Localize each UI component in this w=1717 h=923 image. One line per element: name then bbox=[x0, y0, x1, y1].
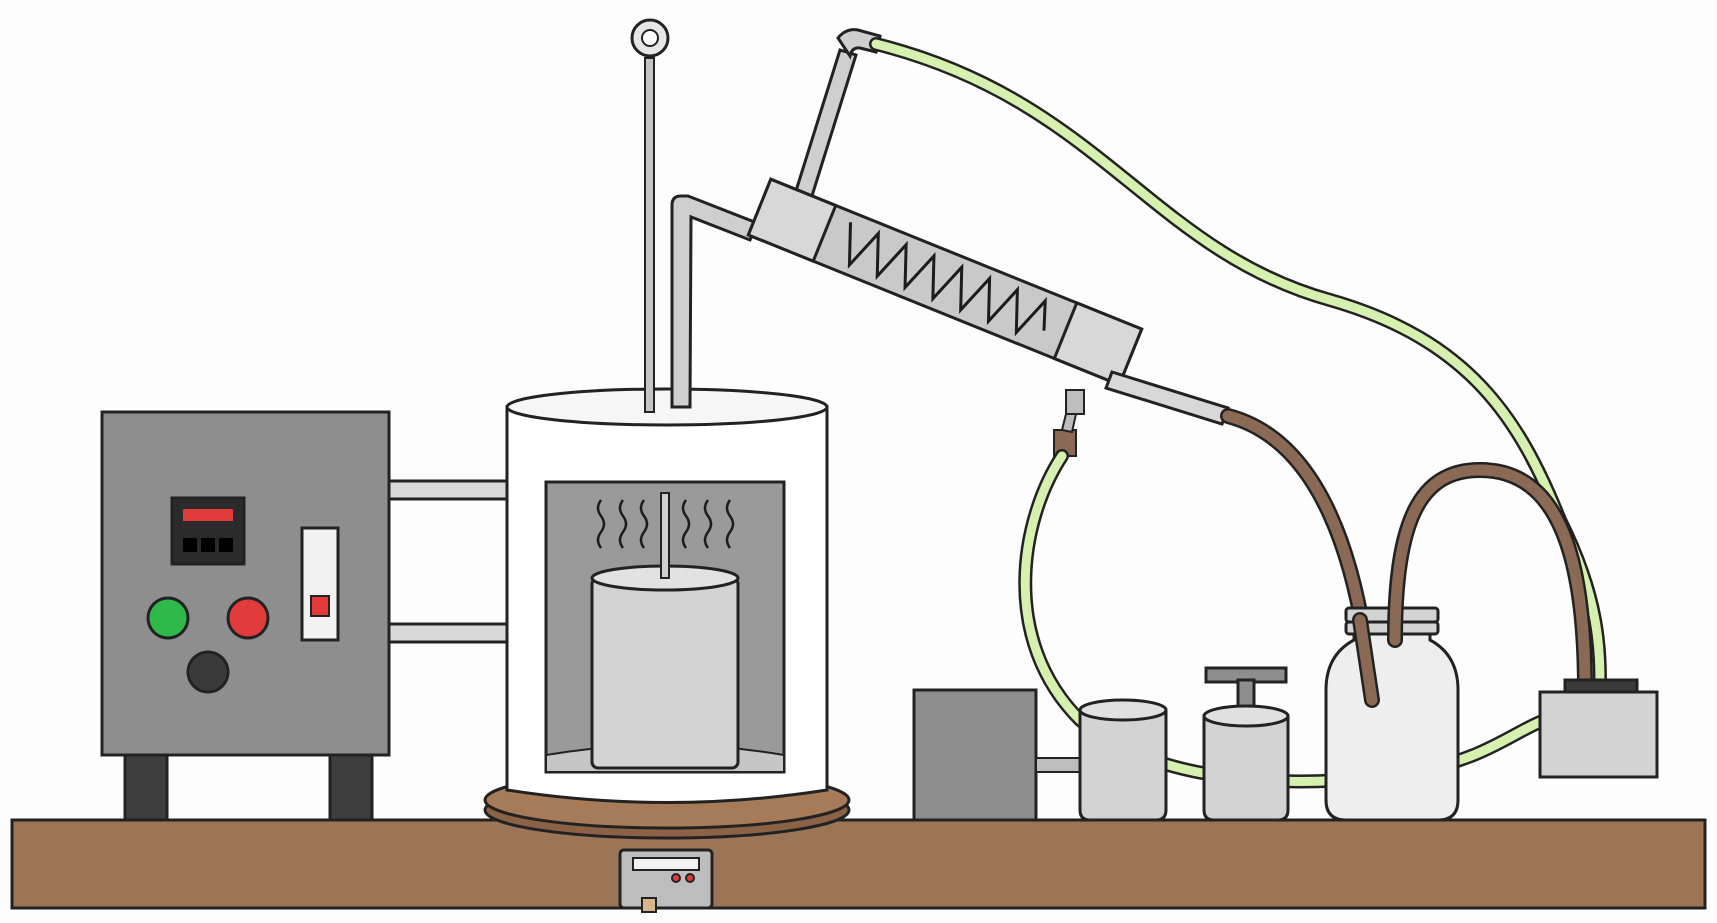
condenser-coil-icon bbox=[847, 222, 1047, 337]
bench-timer bbox=[618, 848, 714, 913]
vapor-pipe bbox=[670, 194, 759, 409]
pressure-vessel bbox=[1202, 666, 1290, 822]
red-indicator bbox=[226, 596, 270, 640]
digital-display bbox=[170, 496, 246, 566]
green-tube-upper bbox=[869, 37, 1607, 697]
lab-bench bbox=[10, 818, 1707, 910]
control-knob bbox=[186, 650, 230, 694]
upper-pipe bbox=[788, 28, 882, 217]
stirrer-rod bbox=[630, 18, 670, 413]
outlet-pipe bbox=[1104, 370, 1230, 426]
collection-jar bbox=[1324, 606, 1460, 822]
chiller-unit bbox=[1538, 678, 1659, 779]
toggle-switch bbox=[300, 526, 340, 642]
condenser bbox=[746, 177, 1144, 387]
pump-motor bbox=[912, 688, 1081, 822]
connector-rods bbox=[387, 479, 509, 644]
green-indicator bbox=[146, 596, 190, 640]
heat-waves bbox=[596, 499, 735, 549]
control-box bbox=[100, 410, 391, 822]
small-cylinder bbox=[1078, 698, 1168, 822]
side-nozzle bbox=[1053, 389, 1085, 457]
heating-vessel bbox=[505, 387, 829, 804]
